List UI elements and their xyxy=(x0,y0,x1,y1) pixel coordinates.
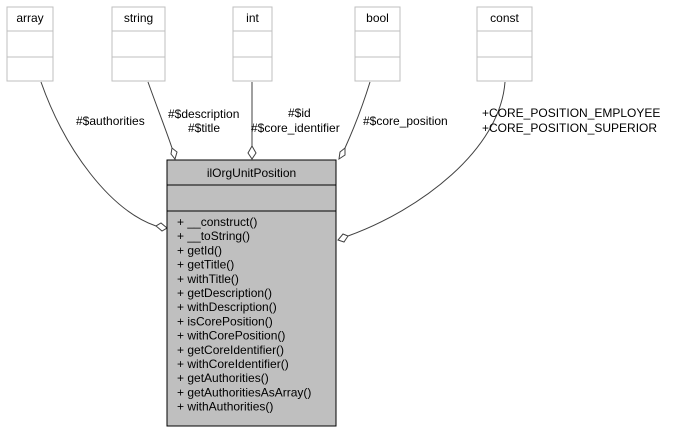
type-box-array: array xyxy=(6,6,54,82)
type-box-frame xyxy=(111,6,166,82)
edge-label: #$description xyxy=(168,107,239,121)
type-box-const: const xyxy=(476,6,533,82)
type-name: string xyxy=(124,11,153,25)
type-box-frame xyxy=(232,6,273,82)
type-name: array xyxy=(16,11,43,25)
method-item: + getCoreIdentifier() xyxy=(177,343,284,357)
aggregation-diamond-icon xyxy=(337,233,349,243)
method-item: + isCorePosition() xyxy=(177,314,273,328)
type-box-int: int xyxy=(232,6,273,82)
method-item: + __construct() xyxy=(177,215,257,229)
aggregation-diamond-icon xyxy=(338,146,346,161)
type-box-bool: bool xyxy=(354,6,401,82)
edge-line xyxy=(147,81,173,149)
edge-label: #$id xyxy=(288,106,311,120)
edge-line xyxy=(40,81,157,227)
method-list: + __construct()+ __toString()+ getId()+ … xyxy=(177,215,311,414)
edge-authorities xyxy=(40,81,168,232)
class-box-ilOrgUnitPosition: ilOrgUnitPosition + __construct()+ __toS… xyxy=(166,159,337,427)
class-box-frame xyxy=(166,159,337,427)
type-box-string: string xyxy=(111,6,166,82)
method-item: + getAuthoritiesAsArray() xyxy=(177,385,311,399)
edge-label: +CORE_POSITION_EMPLOYEE xyxy=(482,106,660,120)
type-name: bool xyxy=(366,11,389,25)
aggregation-diamond-icon xyxy=(155,222,168,232)
edge-core-position-constants xyxy=(337,81,506,243)
method-item: + getDescription() xyxy=(177,286,272,300)
method-item: + getAuthorities() xyxy=(177,371,269,385)
type-box-frame xyxy=(476,6,533,82)
edge-id-core-identifier xyxy=(247,82,257,160)
edge-label: #$core_identifier xyxy=(251,121,340,135)
aggregation-diamond-icon xyxy=(170,147,178,161)
edge-core-position xyxy=(338,81,371,161)
method-item: + getId() xyxy=(177,243,222,257)
method-item: + withTitle() xyxy=(177,272,239,286)
edge-label: #$authorities xyxy=(76,114,145,128)
type-name: const xyxy=(490,11,519,25)
edge-line xyxy=(347,81,506,237)
class-name: ilOrgUnitPosition xyxy=(207,166,296,180)
type-box-frame xyxy=(354,6,401,82)
method-item: + __toString() xyxy=(177,229,250,243)
edge-description-title xyxy=(147,81,178,161)
method-item: + getTitle() xyxy=(177,258,234,272)
method-item: + withDescription() xyxy=(177,300,277,314)
method-item: + withCorePosition() xyxy=(177,329,285,343)
method-item: + withCoreIdentifier() xyxy=(177,357,289,371)
edge-line xyxy=(344,81,371,149)
edge-label: #$core_position xyxy=(363,114,448,128)
method-item: + withAuthorities() xyxy=(177,400,273,414)
type-box-frame xyxy=(6,6,54,82)
type-name: int xyxy=(246,11,259,25)
aggregation-diamond-icon xyxy=(247,144,257,160)
edge-label: +CORE_POSITION_SUPERIOR xyxy=(482,121,657,135)
edge-label: #$title xyxy=(188,121,220,135)
